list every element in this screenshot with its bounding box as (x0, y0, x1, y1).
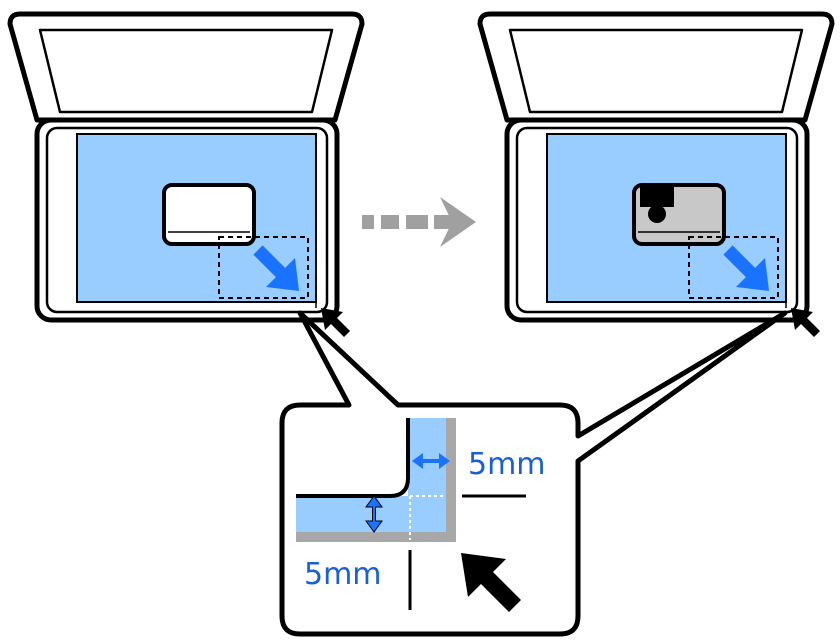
card-back-silhouette (640, 187, 674, 223)
card-front (162, 183, 256, 246)
diagonal-down-right-arrow-icon (723, 245, 769, 291)
scanner-right-lid (477, 11, 835, 123)
vertical-margin-label: 5mm (304, 557, 382, 592)
dashed-right-arrow-icon (362, 197, 476, 247)
corner-pointer-arrow-icon (461, 553, 521, 612)
scanner-left-body-inner (45, 126, 329, 314)
horizontal-margin-label: 5mm (468, 447, 546, 482)
scanner-right-lid-inner (508, 28, 804, 114)
scanner-left (7, 11, 365, 337)
double-headed-arrow-icon (412, 453, 450, 469)
corner-pointer-arrow-icon (321, 308, 350, 337)
scanner-right (477, 11, 835, 337)
left-target-area (218, 236, 309, 299)
zoom-frame-corner (296, 418, 410, 498)
scanner-right-body-inner (515, 126, 799, 314)
scanner-left-lid (7, 11, 365, 123)
double-headed-arrow-icon (365, 495, 383, 533)
diagonal-down-right-arrow-icon (253, 245, 299, 291)
zoom-detail: 5mm 5mm (296, 418, 546, 612)
scanner-left-lid-inner (38, 28, 334, 114)
zoom-callout-bubble (279, 310, 788, 637)
right-target-area (688, 236, 779, 299)
corner-pointer-arrow-icon (791, 308, 820, 337)
